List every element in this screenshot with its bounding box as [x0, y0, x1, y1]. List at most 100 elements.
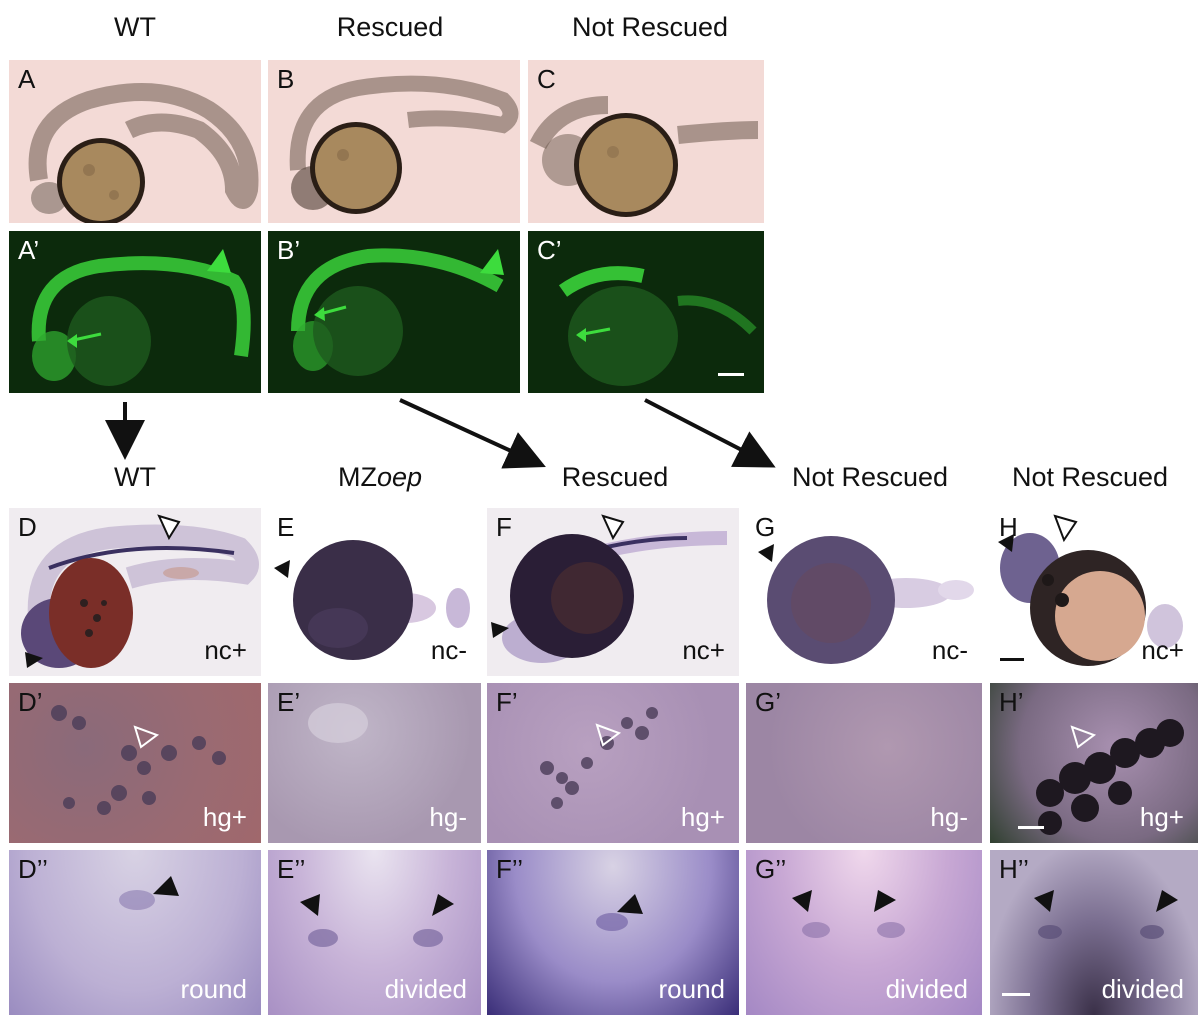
header-f-rescued: Rescued — [561, 462, 669, 492]
black-arrowhead-icon — [274, 560, 290, 578]
panel-g: G nc- — [746, 508, 982, 676]
panel-label-c: C — [537, 64, 556, 94]
panel-label-e-double-prime: E’’ — [277, 854, 306, 884]
panel-label-h-double-prime: H’’ — [999, 854, 1029, 884]
open-arrowhead-icon — [595, 723, 622, 747]
header-e-italic: oep — [376, 462, 423, 492]
tag-e: nc- — [430, 635, 467, 665]
black-arrowhead-icon — [1156, 890, 1178, 912]
scale-bar — [1000, 658, 1024, 661]
open-arrowhead-icon — [133, 725, 160, 749]
panel-b-prime: B’ — [268, 231, 520, 393]
tag-h-prime: hg+ — [1139, 802, 1184, 832]
tag-e-prime: hg- — [429, 802, 467, 832]
header-d-wt: WT — [114, 462, 156, 492]
header-wt: WT — [114, 12, 156, 42]
panel-label-b: B — [277, 64, 295, 94]
embryo-c-image — [529, 96, 759, 217]
black-arrowhead-icon — [758, 544, 774, 562]
tag-d-prime: hg+ — [202, 802, 247, 832]
gfp-b-image — [291, 248, 504, 376]
green-arrowhead-icon — [207, 249, 231, 273]
panel-f-double-prime: F’’ round — [487, 850, 739, 1015]
open-arrowhead-icon — [1070, 725, 1097, 749]
panel-label-d-double-prime: D’’ — [18, 854, 48, 884]
panel-label-f-double-prime: F’’ — [496, 854, 523, 884]
panel-e-double-prime: E’’ divided — [268, 850, 481, 1015]
panel-e-prime: E’ hg- — [268, 683, 481, 843]
panel-h: H nc+ — [990, 508, 1198, 676]
header-e-mzoep: MZoep — [300, 462, 460, 493]
embryo-b-image — [289, 75, 519, 214]
tag-f-double-prime: round — [658, 974, 726, 1004]
panel-label-b-prime: B’ — [277, 235, 301, 265]
black-arrowhead-icon — [874, 890, 896, 912]
panel-label-f-prime: F’ — [496, 687, 518, 717]
panel-d: D nc+ — [9, 508, 261, 676]
black-arrowhead-icon — [491, 622, 509, 638]
black-arrowhead-icon — [300, 894, 320, 916]
header-e-prefix: MZ — [337, 462, 377, 492]
tag-g-double-prime: divided — [885, 974, 968, 1004]
embryo-e-image — [274, 540, 470, 660]
embryo-f-image — [491, 514, 728, 663]
black-arrowhead-icon — [25, 652, 43, 668]
panel-label-a: A — [18, 64, 36, 94]
scale-bar — [1002, 993, 1030, 996]
panel-g-prime: G’ hg- — [746, 683, 982, 843]
scale-bar — [718, 373, 744, 376]
tag-g: nc- — [931, 635, 968, 665]
tag-f: nc+ — [682, 635, 725, 665]
hatching-gland-h-image — [1036, 719, 1184, 835]
gfp-a-image — [31, 249, 251, 386]
panel-g-double-prime: G’’ divided — [746, 850, 982, 1015]
panel-f-prime: F’ hg+ — [487, 683, 739, 843]
tag-f-prime: hg+ — [680, 802, 725, 832]
panel-label-e: E — [277, 512, 295, 542]
green-arrowhead-icon — [480, 249, 504, 275]
black-arrowhead-icon — [998, 534, 1014, 552]
tag-e-double-prime: divided — [384, 974, 467, 1004]
arrow-not-rescued — [644, 398, 776, 468]
tag-d-double-prime: round — [180, 974, 248, 1004]
black-arrowhead-icon — [792, 890, 812, 912]
embryo-a-image — [28, 83, 259, 223]
midline-h-image — [1034, 890, 1178, 939]
panel-label-g-prime: G’ — [755, 687, 781, 717]
gfp-c-image — [558, 266, 757, 386]
panel-label-d-prime: D’ — [18, 687, 43, 717]
hatching-gland-f-image — [540, 707, 658, 809]
hatching-gland-e-image — [308, 703, 368, 743]
open-arrowhead-icon — [157, 514, 181, 541]
panel-e: E nc- — [268, 508, 481, 676]
hatching-gland-d-image — [51, 705, 226, 815]
black-arrowhead-icon — [617, 894, 643, 914]
header-not-rescued: Not Rescued — [571, 12, 729, 42]
black-arrowhead-icon — [1034, 890, 1054, 912]
black-arrowhead-icon — [153, 876, 179, 896]
panel-label-h-prime: H’ — [999, 687, 1024, 717]
open-arrowhead-icon — [1053, 514, 1078, 543]
panel-c: C — [528, 60, 764, 223]
panel-label-d: D — [18, 512, 37, 542]
tag-g-prime: hg- — [930, 802, 968, 832]
panel-b: B — [268, 60, 520, 223]
midline-d-image — [119, 876, 179, 910]
panel-label-g-double-prime: G’’ — [755, 854, 787, 884]
panel-h-double-prime: H’’ divided — [990, 850, 1198, 1015]
embryo-h-image — [998, 514, 1183, 666]
midline-g-image — [792, 890, 905, 938]
panel-a-prime: A’ — [9, 231, 261, 393]
embryo-g-image — [758, 536, 974, 664]
header-g-not-rescued: Not Rescued — [791, 462, 949, 492]
arrow-rescued — [399, 398, 546, 469]
panel-f: F nc+ — [487, 508, 739, 676]
panel-label-h: H — [999, 512, 1018, 542]
panel-label-a-prime: A’ — [18, 235, 40, 265]
embryo-d-image — [21, 514, 259, 668]
scale-bar — [1018, 826, 1044, 829]
open-arrowhead-icon — [601, 514, 625, 541]
panel-d-prime: D’ hg+ — [9, 683, 261, 843]
panel-c-prime: C’ — [528, 231, 764, 393]
